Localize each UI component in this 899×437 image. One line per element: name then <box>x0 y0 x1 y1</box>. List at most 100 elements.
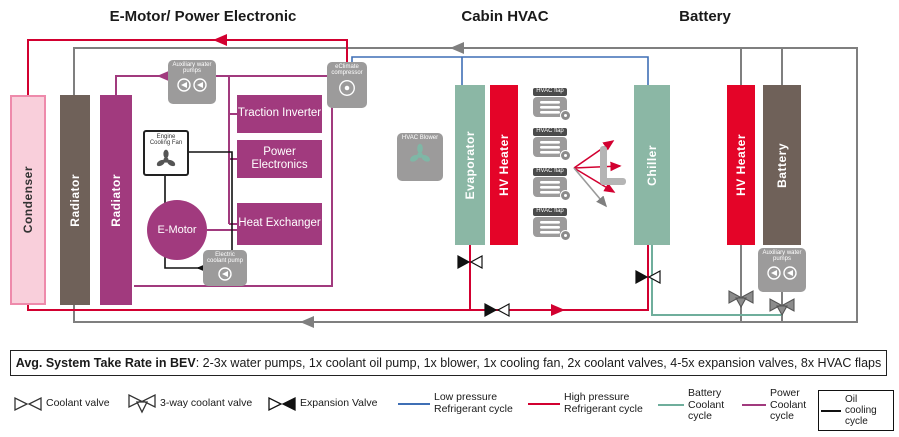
radiator-gray-label: Radiator <box>68 173 82 227</box>
chiller-block: Chiller <box>634 85 670 245</box>
engine-fan-label: Engine Cooling Fan <box>149 134 183 147</box>
three-way-coolant-valve <box>728 289 754 311</box>
eclimate-compressor-icon: eClimate compressor <box>327 62 367 108</box>
hvac-flap-item: HVAC flap <box>528 168 572 202</box>
high-pressure-line-icon <box>528 402 560 405</box>
low-pressure-lines <box>351 56 649 85</box>
condenser-block: Condenser <box>10 95 46 305</box>
battery-label: Battery <box>775 142 789 188</box>
seat-icon <box>600 146 607 184</box>
flap-actuator-icon <box>560 109 571 121</box>
legend-label: Oil cooling cycle <box>845 394 877 427</box>
aux-pumps-left-label: Auxiliary water pumps <box>172 62 212 75</box>
legend-label: High pressure Refrigerant cycle <box>564 391 643 415</box>
power-electronics-block: Power Electronics <box>237 140 322 178</box>
expansion-valve-icon <box>268 396 296 412</box>
hvac-flap-icon <box>533 216 571 241</box>
traction-inverter-block: Traction Inverter <box>237 95 322 133</box>
section-title-battery: Battery <box>679 8 731 25</box>
legend-label: Battery Coolant cycle <box>688 387 725 423</box>
legend-label: Power Coolant cycle <box>770 387 807 423</box>
hvac-flap-item: HVAC flap <box>528 208 572 242</box>
hv-heater-battery-block: HV Heater <box>727 85 755 245</box>
legend-battery-coolant: Battery Coolant cycle <box>658 387 740 423</box>
hvac-flap-icon <box>533 136 571 161</box>
legend-oil-cooling: Oil cooling cycle <box>818 390 894 431</box>
section-title-emotor: E-Motor/ Power Electronic <box>109 8 297 25</box>
expansion-valve <box>457 254 483 270</box>
hvac-flap-icon <box>533 176 571 201</box>
hvac-flap-icon <box>533 96 571 121</box>
radiator-gray-block: Radiator <box>60 95 90 305</box>
battery-block: Battery <box>763 85 801 245</box>
oil-cooling-line-icon <box>821 409 841 412</box>
legend-power-coolant: Power Coolant cycle <box>742 387 818 423</box>
take-rate-title: Avg. System Take Rate in BEV <box>15 356 196 370</box>
hvac-flap-label: HVAC flap <box>533 88 567 96</box>
traction-inverter-label: Traction Inverter <box>237 107 322 120</box>
flap-actuator-icon <box>560 149 571 161</box>
hv-heater-cabin-label: HV Heater <box>497 134 511 196</box>
section-title-cabin-hvac: Cabin HVAC <box>461 8 549 25</box>
hv-heater-cabin-block: HV Heater <box>490 85 518 245</box>
power-electronics-label: Power Electronics <box>251 145 308 171</box>
pump-glyph-icon <box>177 77 207 92</box>
high-pressure-lines <box>27 34 649 316</box>
expansion-valve <box>484 302 510 318</box>
blower-label: HVAC Blower <box>401 135 439 141</box>
battery-coolant-line-icon <box>658 404 684 407</box>
legend-label: Coolant valve <box>46 397 110 410</box>
compressor-glyph-icon <box>339 79 355 96</box>
radiator-magenta-label: Radiator <box>109 173 123 227</box>
fan-glyph-icon <box>410 144 430 162</box>
electric-coolant-pump-icon: Electric coolant pump <box>203 250 247 286</box>
flap-actuator-icon <box>560 189 571 201</box>
three-way-coolant-valve <box>769 297 795 319</box>
flap-actuator-icon <box>560 229 571 241</box>
legend-label: 3-way coolant valve <box>160 397 253 410</box>
flap-glyph-icon <box>540 180 560 194</box>
hvac-flap-label: HVAC flap <box>533 128 567 136</box>
legend-expansion-valve: Expansion Valve <box>268 396 377 412</box>
legend-low-pressure: Low pressure Refrigerant cycle <box>398 391 526 415</box>
coolant-pump-label: Electric coolant pump <box>206 252 244 265</box>
emotor-label: E-Motor <box>157 223 197 236</box>
legend-high-pressure: High pressure Refrigerant cycle <box>528 391 656 415</box>
evaporator-label: Evaporator <box>463 130 477 200</box>
power-coolant-line-icon <box>742 404 766 407</box>
heat-exchanger-label: Heat Exchanger <box>238 217 321 230</box>
hv-heater-battery-label: HV Heater <box>734 134 748 196</box>
battery-coolant-lines <box>651 245 782 316</box>
aux-water-pumps-left-icon: Auxiliary water pumps <box>168 60 216 104</box>
pump-glyph-icon <box>767 265 797 280</box>
hvac-flap-label: HVAC flap <box>533 208 567 216</box>
hvac-flap-item: HVAC flap <box>528 88 572 122</box>
legend-three-way-valve: 3-way coolant valve <box>128 393 252 415</box>
aux-pumps-right-label: Auxiliary water pumps <box>762 250 802 263</box>
condenser-label: Condenser <box>21 166 35 234</box>
legend-label: Low pressure Refrigerant cycle <box>434 391 513 415</box>
fan-glyph-icon <box>156 149 176 166</box>
legend-coolant-valve: Coolant valve <box>14 396 110 412</box>
evaporator-block: Evaporator <box>455 85 485 245</box>
flap-glyph-icon <box>540 100 560 114</box>
hvac-flap-item: HVAC flap <box>528 128 572 162</box>
hvac-flap-label: HVAC flap <box>533 168 567 176</box>
legend-label: Expansion Valve <box>300 397 378 410</box>
compressor-label: eClimate compressor <box>331 64 363 77</box>
low-pressure-line-icon <box>398 402 430 405</box>
cabin-air-arrows <box>573 140 626 208</box>
engine-cooling-fan-icon: Engine Cooling Fan <box>143 130 189 176</box>
coolant-valve-icon <box>14 396 42 412</box>
radiator-magenta-block: Radiator <box>100 95 132 305</box>
pump-glyph-icon <box>218 266 232 281</box>
flap-glyph-icon <box>540 140 560 154</box>
flap-glyph-icon <box>540 220 560 234</box>
take-rate-text: : 2-3x water pumps, 1x coolant oil pump,… <box>195 356 882 370</box>
three-way-valve-icon <box>128 393 156 414</box>
heat-exchanger-block: Heat Exchanger <box>237 203 322 245</box>
chiller-label: Chiller <box>645 144 659 186</box>
emotor-block: E-Motor <box>147 200 207 260</box>
